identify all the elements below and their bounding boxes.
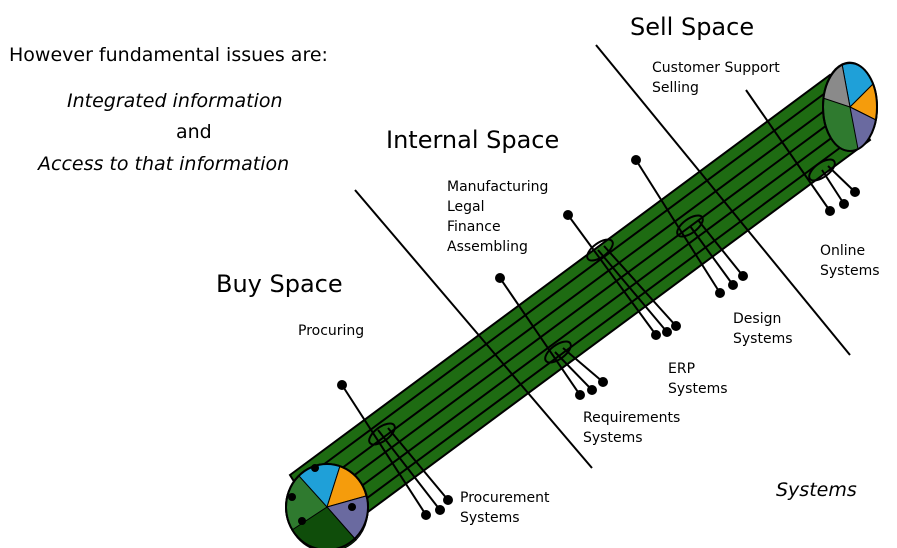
label-assembling: Assembling [447, 239, 528, 255]
label-systems: Systems [776, 479, 857, 501]
label-selling: Selling [652, 80, 699, 96]
intro-line-1: However fundamental issues are: [9, 44, 328, 66]
label-requirements-1: Requirements [583, 410, 680, 426]
intro-line-3: and [176, 121, 212, 143]
label-design-1: Design [733, 311, 781, 327]
space-title-sell: Sell Space [630, 13, 754, 41]
label-legal: Legal [447, 199, 485, 215]
label-procurement-2: Systems [460, 510, 520, 526]
label-erp-2: Systems [668, 381, 728, 397]
intro-text: However fundamental issues are: Integrat… [9, 44, 328, 175]
intro-line-4: Access to that information [36, 153, 289, 175]
leader-lines [337, 89, 860, 520]
pipe [285, 61, 878, 548]
label-procurement-1: Procurement [460, 490, 550, 506]
label-erp-1: ERP [668, 361, 695, 377]
label-procuring: Procuring [298, 323, 364, 339]
pipe-end-cap-left [285, 463, 369, 548]
divider-sell [595, 44, 851, 356]
intro-line-2: Integrated information [67, 90, 283, 112]
label-manufacturing: Manufacturing [447, 179, 548, 195]
pipe-end-cap-right [822, 61, 878, 152]
space-title-buy: Buy Space [216, 270, 343, 298]
label-online-2: Systems [820, 263, 880, 279]
divider-buy [354, 189, 593, 469]
space-dividers [354, 44, 851, 469]
label-customer-support: Customer Support [652, 60, 780, 76]
label-design-2: Systems [733, 331, 793, 347]
label-requirements-2: Systems [583, 430, 643, 446]
label-online-1: Online [820, 243, 865, 259]
label-finance: Finance [447, 219, 501, 235]
space-title-internal: Internal Space [386, 126, 559, 154]
